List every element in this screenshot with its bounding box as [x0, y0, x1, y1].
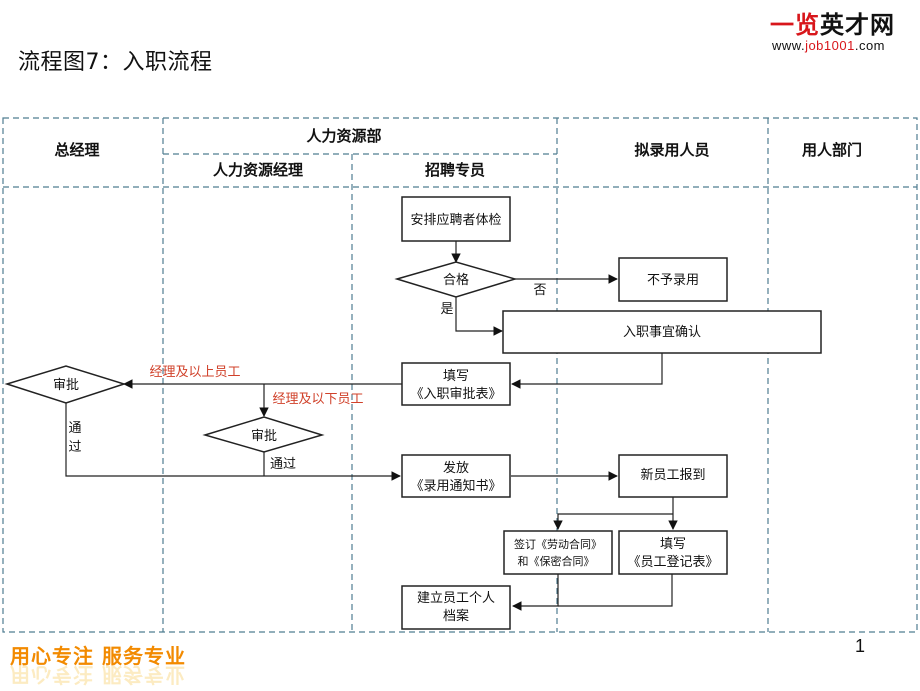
edge-label-yes: 是 [440, 302, 453, 317]
node-issue-offer: 发放 《录用通知书》 [401, 454, 511, 498]
lane-header-hr-department: 人力资源部 [306, 127, 381, 145]
node-confirm-onboarding-label: 入职事宜确认 [623, 325, 701, 340]
arrow-report-to-contract [553, 513, 673, 530]
logo-url-prefix: www. [772, 38, 806, 53]
edge-label-no: 否 [533, 283, 546, 298]
connectors [65, 241, 678, 611]
node-confirm-onboarding: 入职事宜确认 [502, 310, 822, 354]
footer-slogan: 用心专注 服务专业 [10, 644, 186, 668]
lane-header-hiring-department: 用人部门 [802, 141, 862, 159]
footer-slogan-reflection: 用心专注 服务专业 [10, 663, 186, 687]
lane-header-general-manager: 总经理 [54, 141, 99, 159]
swimlane-grid [2, 117, 918, 633]
node-create-file: 建立员工个人 档案 [401, 585, 511, 630]
node-registration-form-line1: 填写 [660, 537, 686, 552]
decision-qualified-label: 合格 [443, 272, 469, 288]
node-not-hired: 不予录用 [618, 257, 728, 302]
node-approval-form-line2: 《入职审批表》 [410, 387, 501, 402]
logo-url: www.job1001.com [772, 38, 895, 53]
logo-url-suffix: .com [854, 38, 886, 53]
logo-name-red: 一览 [770, 11, 820, 39]
decision-gm-approval-label: 审批 [53, 378, 79, 393]
logo-url-red: job1001 [805, 38, 855, 53]
node-not-hired-label: 不予录用 [647, 273, 699, 288]
logo: 一览英才网 www.job1001.com [770, 12, 895, 53]
logo-name-black: 英才网 [820, 11, 895, 39]
node-new-employee-report: 新员工报到 [618, 454, 728, 498]
node-sign-contract: 签订《劳动合同》 和《保密合同》 [503, 530, 613, 575]
node-registration-form-line2: 《员工登记表》 [627, 555, 718, 570]
arrow-contract-to-file [512, 574, 559, 611]
node-approval-form: 填写 《入职审批表》 [401, 362, 511, 406]
lane-header-candidate: 拟录用人员 [634, 141, 709, 159]
node-sign-contract-line1: 签订《劳动合同》 [514, 537, 602, 551]
decision-gm-approval: 审批 [4, 365, 127, 404]
node-new-employee-report-label: 新员工报到 [640, 467, 705, 483]
edge-label-below-manager: 经理及以下员工 [272, 392, 363, 407]
node-create-file-line1: 建立员工个人 [417, 591, 495, 606]
node-registration-form: 填写 《员工登记表》 [618, 530, 728, 575]
edge-label-manager-and-above: 经理及以上员工 [149, 365, 240, 380]
arrow-gm-approval-to-offer [65, 403, 401, 481]
line-registration-to-file [558, 574, 673, 607]
page-number: 1 [855, 636, 866, 656]
node-issue-offer-line2: 《录用通知书》 [410, 478, 501, 494]
decision-hr-approval-label: 审批 [251, 429, 277, 444]
arrow-confirm-to-approval-form [511, 353, 663, 389]
node-create-file-line2: 档案 [443, 609, 469, 624]
lane-header-hr-manager: 人力资源经理 [213, 161, 303, 179]
decision-qualified: 合格 [394, 261, 518, 298]
edge-label-pass-vertical-2: 过 [68, 440, 81, 455]
page-title: 流程图7：入职流程 [18, 50, 213, 75]
lane-outer-border [2, 117, 918, 633]
node-approval-form-line1: 填写 [443, 369, 469, 384]
node-sign-contract-line2: 和《保密合同》 [518, 554, 595, 568]
node-arrange-checkup: 安排应聘者体检 [401, 196, 511, 242]
arrow-qualified-to-confirm [455, 297, 503, 336]
edge-label-pass: 通过 [270, 457, 296, 472]
lane-header-recruiter: 招聘专员 [425, 161, 485, 179]
decision-hr-approval: 审批 [202, 416, 325, 453]
node-issue-offer-line1: 发放 [443, 460, 469, 476]
logo-name: 一览英才网 [770, 12, 895, 38]
edge-label-pass-vertical-1: 通 [68, 421, 81, 436]
node-arrange-checkup-label: 安排应聘者体检 [410, 212, 501, 228]
